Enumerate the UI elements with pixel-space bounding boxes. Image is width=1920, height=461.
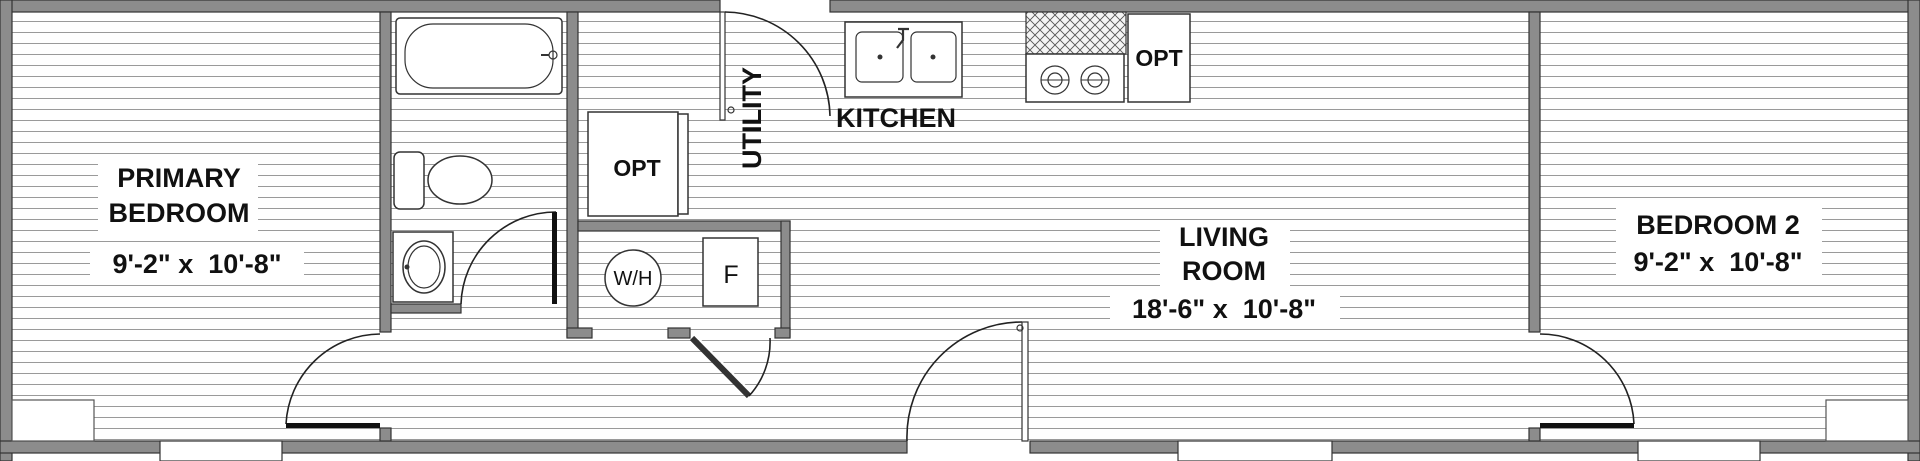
range-hood (1025, 11, 1127, 55)
furnace (702, 237, 759, 307)
kitchen-sink-bowl-right (910, 31, 957, 83)
bedroom-2-label: BEDROOM 2 9'-2" x 10'-8" (1616, 208, 1822, 282)
cooktop (1025, 53, 1125, 103)
corner-cabinet-left (11, 399, 95, 442)
primary-bedroom-label: PRIMARY BEDROOM 9'-2" x 10'-8" (90, 160, 304, 280)
wall-mech-bottom-right (774, 327, 791, 339)
exterior-wall-top-left (0, 0, 721, 13)
corner-cabinet-right (1825, 399, 1909, 442)
bathtub (395, 17, 563, 95)
wall-stub-left (379, 427, 392, 442)
water-heater-label: W/H (614, 268, 653, 290)
bedroom2-door (1540, 423, 1634, 428)
front-door (1021, 321, 1029, 442)
wall-stub-right (1528, 427, 1541, 442)
front-door-knob (1016, 324, 1024, 332)
bedroom2-door-swing (1539, 333, 1635, 425)
living-room-dims: 18'-6" x 10'-8" (1132, 294, 1316, 324)
wall-bath-bottom (390, 303, 462, 314)
exterior-wall-left (0, 0, 13, 461)
window-bottom-1 (159, 440, 283, 461)
utility-door-swing (724, 11, 831, 117)
exterior-wall-bottom-left (0, 440, 908, 454)
exterior-wall-right (1907, 0, 1920, 461)
kitchen-label: KITCHEN (836, 103, 956, 133)
mech-door (689, 335, 752, 399)
mech-door-inner (695, 335, 754, 395)
bathroom-door-swing (460, 211, 557, 305)
bedroom-2-name: BEDROOM 2 (1636, 210, 1800, 240)
front-door-swing (906, 321, 1023, 442)
primary-bedroom-door-swing (285, 333, 381, 425)
utility-label: UTILITY (737, 67, 767, 169)
wall-bath-utility (566, 11, 579, 338)
furnace-label: F (723, 261, 738, 289)
primary-bedroom-dims: 9'-2" x 10'-8" (112, 249, 281, 279)
primary-bedroom-name-2: BEDROOM (109, 198, 250, 228)
exterior-wall-bottom-right (1029, 440, 1920, 454)
primary-bedroom-door (286, 423, 380, 428)
window-bottom-3 (1637, 440, 1761, 461)
living-room-name-1: LIVING (1179, 222, 1269, 252)
utility-door-knob (727, 106, 735, 114)
exterior-wall-top-right (829, 0, 1920, 13)
bathtub-basin (404, 23, 554, 89)
utility-opt-appliance (587, 111, 679, 217)
bath-sink-drain (404, 264, 410, 270)
kitchen-opt-appliance (1127, 13, 1191, 103)
wall-mech-bottom-left (566, 327, 593, 339)
bathroom-door (552, 212, 557, 304)
living-room-name-2: ROOM (1182, 256, 1266, 286)
mech-door-swing (748, 337, 771, 397)
kitchen-sink-drain-left (877, 54, 883, 60)
wall-primary-bath (379, 11, 392, 333)
wall-mech-bottom-mid (667, 327, 691, 339)
wall-mech-top (577, 220, 791, 232)
bedroom-2-dims: 9'-2" x 10'-8" (1633, 247, 1802, 277)
wall-mech-right (780, 220, 791, 338)
primary-bedroom-name-1: PRIMARY (117, 163, 241, 193)
utility-door (719, 11, 726, 121)
kitchen-sink-bowl-left (855, 31, 904, 83)
toilet-bowl (427, 155, 493, 205)
wall-bedroom2 (1528, 11, 1541, 333)
toilet-tank (393, 151, 425, 210)
kitchen-opt-label: OPT (1135, 45, 1182, 71)
kitchen-faucet (896, 27, 909, 49)
window-bottom-2 (1177, 440, 1333, 461)
kitchen-sink-drain-right (930, 54, 936, 60)
utility-opt-label: OPT (613, 155, 660, 181)
living-room-label: LIVING ROOM 18'-6" x 10'-8" (1110, 220, 1340, 326)
bath-sink-basin (402, 240, 446, 294)
utility-opt-door (677, 113, 689, 215)
water-heater (604, 249, 662, 307)
